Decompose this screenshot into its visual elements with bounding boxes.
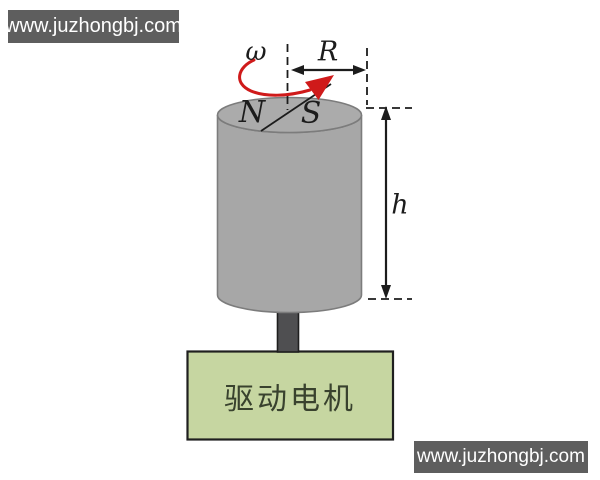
motor-box <box>186 350 395 441</box>
cylinder-body <box>216 114 363 314</box>
north-pole-label: N <box>238 95 266 130</box>
watermark-bottom-right: www.juzhongbj.com <box>414 441 588 473</box>
shaft <box>276 310 300 353</box>
radius-dimension-arrow <box>291 65 366 75</box>
watermark-top-left: www.juzhongbj.com <box>5 10 182 43</box>
height-label: h <box>391 189 409 221</box>
south-pole-label: S <box>300 96 322 131</box>
rotation-arrow <box>238 58 334 100</box>
radius-label: R <box>317 36 339 68</box>
motor-caption: 驱动电机 <box>224 382 356 416</box>
watermark-text: www.juzhongbj.com <box>417 446 585 467</box>
height-dimension-arrow <box>381 106 391 299</box>
cylinder-top-face <box>216 96 363 134</box>
watermark-text: www.juzhongbj.com <box>5 15 182 37</box>
angular-velocity-label: ω <box>245 37 267 67</box>
